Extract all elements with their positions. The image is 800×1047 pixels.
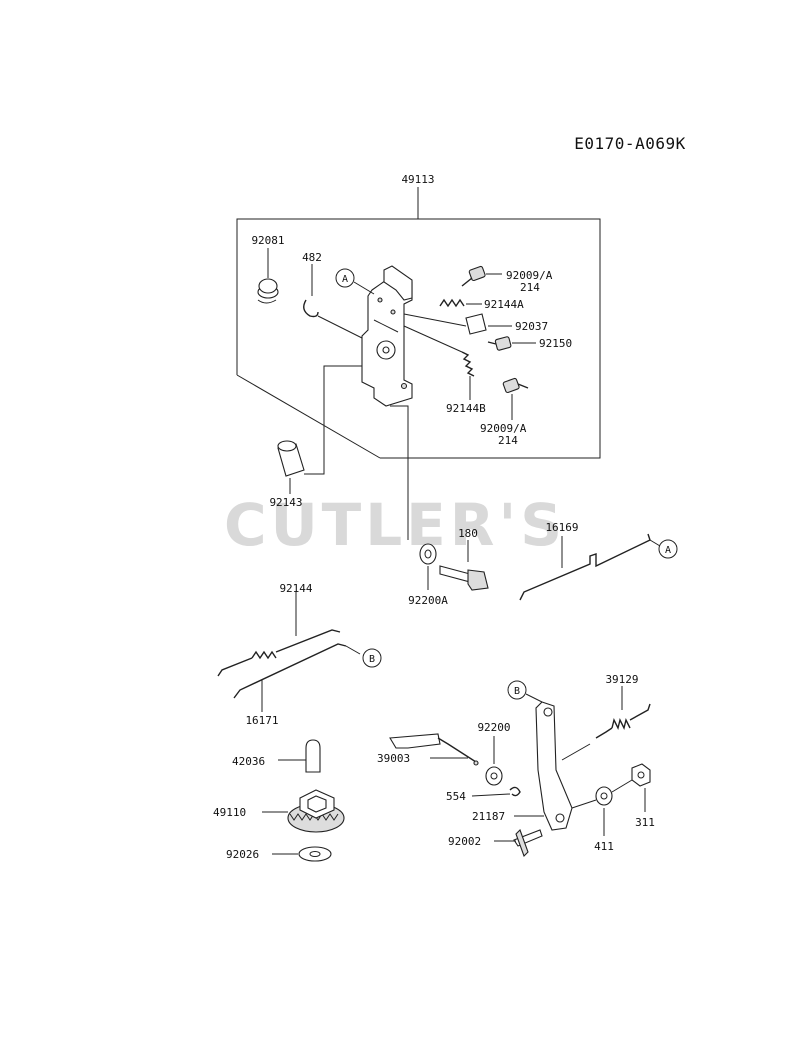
label-21187: 21187 — [472, 810, 505, 823]
label-92143: 92143 — [269, 496, 302, 509]
label-411: 411 — [594, 840, 614, 853]
label-39129: 39129 — [605, 673, 638, 686]
part-482-clip — [303, 264, 363, 339]
label-92200: 92200 — [477, 721, 510, 734]
control-bracket-plate — [361, 265, 413, 407]
label-180: 180 — [458, 527, 478, 540]
callout-a-right-letter: A — [665, 545, 671, 556]
label-92026: 92026 — [226, 848, 259, 861]
label-39003: 39003 — [377, 752, 410, 765]
label-214-bottom: 214 — [498, 434, 518, 447]
label-92144: 92144 — [279, 582, 312, 595]
label-311: 311 — [635, 816, 655, 829]
label-92009a-bottom: 92009/A — [480, 422, 527, 435]
label-554: 554 — [446, 790, 466, 803]
part-21187-lever — [514, 701, 573, 831]
label-92081: 92081 — [251, 234, 284, 247]
label-214-top: 214 — [520, 281, 540, 294]
label-49113: 49113 — [401, 173, 434, 186]
part-411-washer — [571, 786, 613, 836]
label-92009a-top: 92009/A — [506, 269, 553, 282]
part-39129-spring — [561, 686, 651, 761]
part-92144b-spring — [403, 325, 475, 400]
part-92200a-washer — [419, 543, 437, 590]
part-16171-rod — [233, 643, 361, 712]
part-92144a-spring — [439, 298, 482, 308]
label-92002: 92002 — [448, 835, 481, 848]
callout-b-left — [362, 648, 382, 668]
leader-callout-b-lever — [525, 693, 543, 703]
label-92037: 92037 — [515, 320, 548, 333]
part-92150-screw — [487, 336, 536, 351]
part-180-bolt — [439, 540, 489, 591]
assembly-49113-frame — [236, 187, 601, 459]
part-92081-collar — [257, 248, 279, 304]
callout-a-right — [658, 539, 678, 559]
part-16169-rod — [519, 533, 661, 601]
part-42036-pin — [278, 739, 321, 773]
part-92144-spring — [217, 592, 341, 677]
label-49110: 49110 — [213, 806, 246, 819]
label-92150: 92150 — [539, 337, 572, 350]
callout-b-left-letter: B — [369, 654, 375, 665]
part-92009a-bolt-bottom — [502, 377, 529, 420]
part-49110-gear — [262, 789, 345, 833]
part-92002-bolt — [494, 829, 543, 857]
label-16171: 16171 — [245, 714, 278, 727]
part-39003-shaft — [389, 733, 479, 766]
callout-b-lever-letter: B — [514, 686, 520, 697]
part-92009a-bolt-top — [461, 265, 502, 287]
part-92200-washer — [485, 736, 503, 786]
part-554-clip — [471, 786, 521, 797]
label-92144a: 92144A — [484, 298, 524, 311]
part-92143-collar — [277, 365, 362, 494]
diagram-code: E0170-A069K — [574, 134, 685, 153]
callout-a-top — [335, 268, 375, 295]
label-92200a: 92200A — [408, 594, 448, 607]
label-42036: 42036 — [232, 755, 265, 768]
part-92026-washer — [272, 846, 332, 862]
callout-b-lever — [507, 680, 527, 700]
label-482: 482 — [302, 251, 322, 264]
label-16169: 16169 — [545, 521, 578, 534]
part-311-nut — [611, 763, 651, 812]
label-92144b: 92144B — [446, 402, 486, 415]
watermark-text: CUTLER'S — [224, 491, 566, 559]
callout-a-top-letter: A — [342, 274, 348, 285]
leader-92200a — [390, 405, 409, 540]
part-92037-plate — [403, 313, 512, 335]
